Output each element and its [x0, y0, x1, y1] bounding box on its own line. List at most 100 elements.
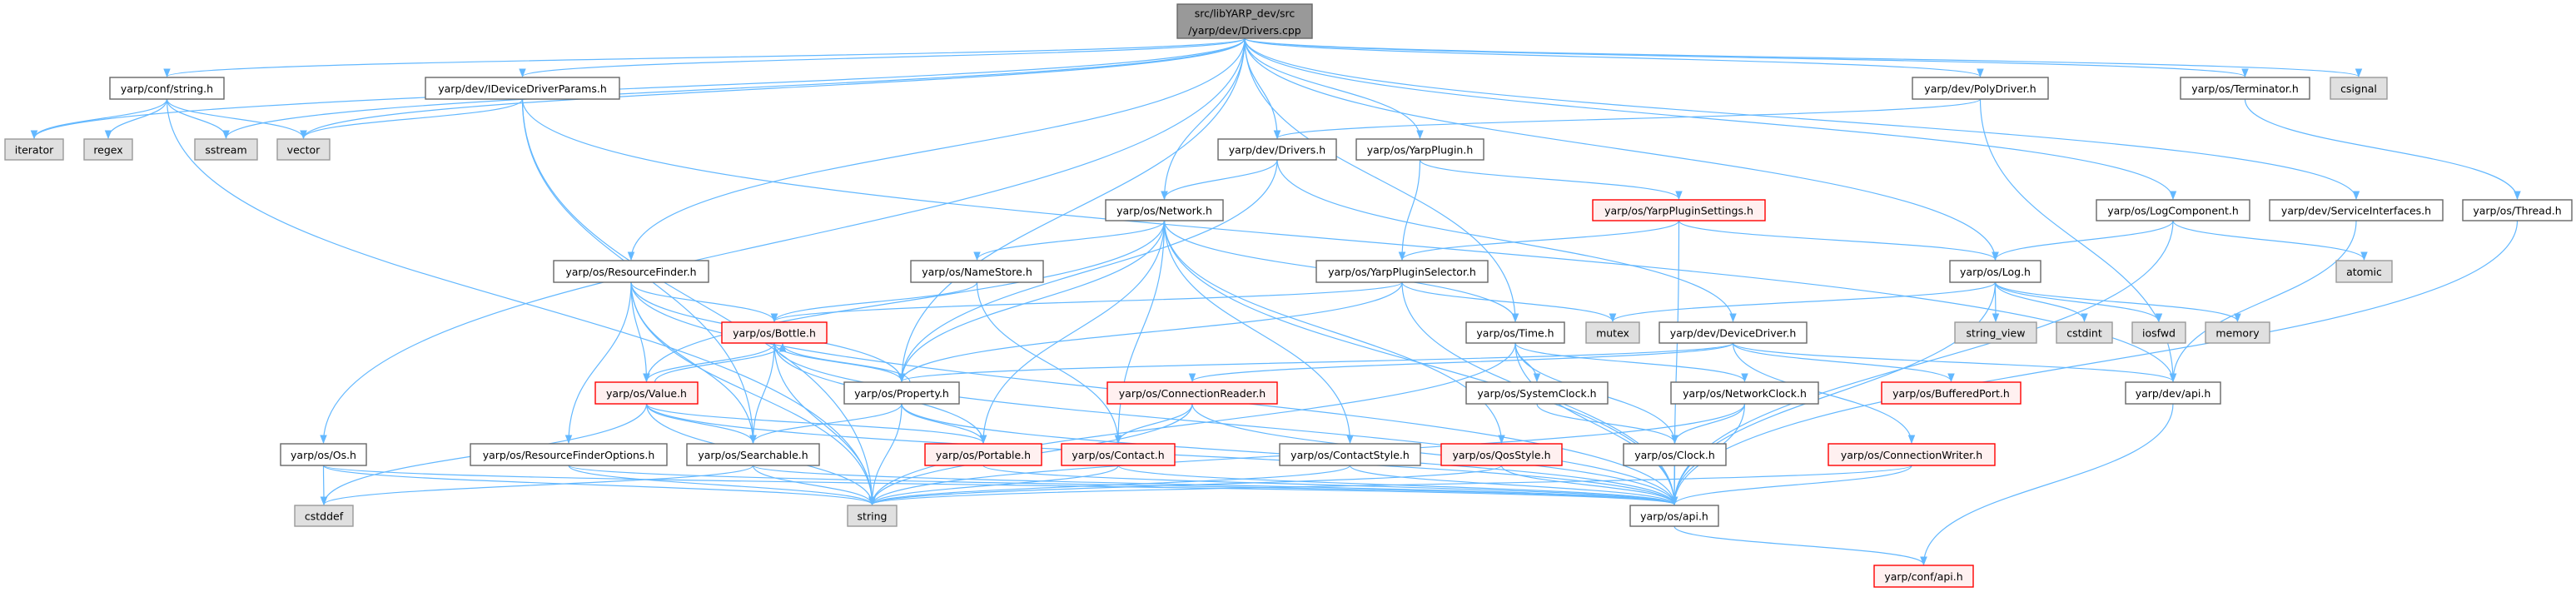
edge-rfoptions-to-string	[568, 465, 876, 506]
edge-network-to-contactstyle	[1163, 220, 1354, 445]
node-vector: vector	[276, 138, 331, 161]
edge-contactstyle-to-osapi	[1349, 465, 1678, 506]
node-clock[interactable]: yarp/os/Clock.h	[1623, 443, 1727, 466]
node-csignal: csignal	[2330, 77, 2388, 100]
node-label: yarp/os/ContactStyle.h	[1290, 449, 1410, 461]
node-osapi[interactable]: yarp/os/api.h	[1629, 505, 1719, 527]
edge-time-to-networkclock	[1514, 342, 1748, 383]
node-connreader[interactable]: yarp/os/ConnectionReader.h	[1106, 381, 1278, 405]
node-contact[interactable]: yarp/os/Contact.h	[1061, 443, 1176, 466]
node-network[interactable]: yarp/os/Network.h	[1105, 199, 1224, 221]
node-devapi[interactable]: yarp/dev/api.h	[2125, 381, 2221, 405]
edge-time-to-string	[868, 342, 1516, 506]
node-qosstyle[interactable]: yarp/os/QosStyle.h	[1440, 443, 1563, 466]
edge-logcomponent-to-log	[1992, 220, 2174, 261]
edge-root-to-resfinder	[627, 37, 1246, 261]
edge-root-to-confstring	[163, 37, 1246, 78]
node-serviceif[interactable]: yarp/dev/ServiceInterfaces.h	[2269, 199, 2444, 221]
node-resfinder[interactable]: yarp/os/ResourceFinder.h	[553, 260, 709, 283]
node-yarpplugin[interactable]: yarp/os/YarpPlugin.h	[1355, 138, 1484, 161]
node-label: yarp/os/LogComponent.h	[2107, 205, 2239, 217]
node-logcomponent[interactable]: yarp/os/LogComponent.h	[2096, 199, 2250, 221]
edge-portable-to-osapi	[982, 465, 1678, 506]
edge-network-to-qosstyle	[1163, 220, 1505, 445]
node-label: yarp/dev/Drivers.h	[1229, 144, 1325, 157]
node-label: yarp/os/YarpPlugin.h	[1367, 144, 1474, 157]
node-label: cstdint	[2066, 327, 2102, 340]
node-box	[910, 260, 1044, 283]
node-systemclock[interactable]: yarp/os/SystemClock.h	[1465, 381, 1609, 405]
node-box	[2056, 321, 2113, 344]
node-label: yarp/dev/DeviceDriver.h	[1670, 327, 1797, 340]
edge-pluginselector-to-bottle	[770, 281, 1403, 323]
edge-contactstyle-to-string	[868, 465, 1351, 506]
node-terminator[interactable]: yarp/os/Terminator.h	[2180, 77, 2310, 100]
node-iddp[interactable]: yarp/dev/IDeviceDriverParams.h	[425, 77, 620, 100]
node-label: yarp/os/ConnectionWriter.h	[1841, 449, 1982, 461]
node-box	[924, 443, 1042, 466]
node-label: yarp/os/QosStyle.h	[1452, 449, 1550, 461]
edge-searchable-to-cstddef	[320, 465, 754, 506]
node-namestore[interactable]: yarp/os/NameStore.h	[910, 260, 1044, 283]
node-box	[1670, 381, 1819, 405]
node-polydriver[interactable]: yarp/dev/PolyDriver.h	[1912, 77, 2049, 100]
edge-root-to-os	[320, 37, 1246, 445]
node-bottle[interactable]: yarp/os/Bottle.h	[721, 321, 828, 344]
node-time[interactable]: yarp/os/Time.h	[1465, 321, 1565, 344]
node-pluginselector[interactable]: yarp/os/YarpPluginSelector.h	[1315, 260, 1489, 283]
node-bufferedport[interactable]: yarp/os/BufferedPort.h	[1881, 381, 2022, 405]
edge-bottle-to-value	[643, 342, 775, 383]
node-confstring[interactable]: yarp/conf/string.h	[109, 77, 225, 100]
node-label: yarp/dev/PolyDriver.h	[1924, 82, 2036, 95]
node-value[interactable]: yarp/os/Value.h	[594, 381, 699, 405]
node-string: string	[847, 505, 898, 527]
node-thread[interactable]: yarp/os/Thread.h	[2462, 199, 2573, 221]
node-root[interactable]: src/libYARP_dev/src/yarp/dev/Drivers.cpp	[1176, 3, 1313, 39]
node-searchable[interactable]: yarp/os/Searchable.h	[686, 443, 820, 466]
edge-resfinder-to-rfoptions	[564, 281, 632, 445]
node-box	[1954, 321, 2037, 344]
node-label: sstream	[205, 144, 246, 157]
node-confapi[interactable]: yarp/conf/api.h	[1873, 565, 1974, 588]
node-box	[2269, 199, 2444, 221]
node-box	[1176, 3, 1313, 39]
node-os[interactable]: yarp/os/Os.h	[280, 443, 367, 466]
node-box	[1279, 443, 1421, 466]
edge-devicedriver-to-connwriter	[1732, 342, 1916, 445]
edge-os-to-string	[322, 465, 876, 506]
node-connwriter[interactable]: yarp/os/ConnectionWriter.h	[1828, 443, 1996, 466]
node-label: yarp/os/YarpPluginSelector.h	[1328, 266, 1476, 278]
edge-root-to-time	[1244, 37, 1519, 323]
node-drivers[interactable]: yarp/dev/Drivers.h	[1217, 138, 1337, 161]
node-contactstyle[interactable]: yarp/os/ContactStyle.h	[1279, 443, 1421, 466]
node-box	[2180, 77, 2310, 100]
edge-time-to-osapi	[1514, 342, 1678, 506]
node-label: yarp/os/api.h	[1640, 510, 1708, 523]
node-box	[847, 505, 898, 527]
node-box	[1658, 321, 1808, 344]
edge-logcomponent-to-atomic	[2172, 220, 2368, 261]
node-box	[425, 77, 620, 100]
node-log[interactable]: yarp/os/Log.h	[1949, 260, 2041, 283]
node-label: yarp/os/Contact.h	[1072, 449, 1164, 461]
node-label: src/libYARP_dev/src	[1195, 7, 1295, 19]
edge-drivers-to-network	[1161, 159, 1278, 201]
edge-root-to-sstream	[222, 37, 1246, 140]
node-devicedriver[interactable]: yarp/dev/DeviceDriver.h	[1658, 321, 1808, 344]
node-portable[interactable]: yarp/os/Portable.h	[924, 443, 1042, 466]
node-property[interactable]: yarp/os/Property.h	[843, 381, 960, 405]
node-box	[1881, 381, 2022, 405]
node-label: yarp/conf/api.h	[1884, 570, 1962, 583]
edge-connwriter-to-string	[868, 465, 1912, 506]
edge-confstring-to-vector	[166, 98, 307, 140]
node-label: yarp/os/YarpPluginSettings.h	[1604, 205, 1753, 217]
node-iterator: iterator	[4, 138, 64, 161]
edge-iddp-to-string	[521, 98, 876, 506]
node-box	[2125, 381, 2221, 405]
node-rfoptions[interactable]: yarp/os/ResourceFinderOptions.h	[470, 443, 668, 466]
node-pluginsettings[interactable]: yarp/os/YarpPluginSettings.h	[1592, 199, 1766, 221]
node-networkclock[interactable]: yarp/os/NetworkClock.h	[1670, 381, 1819, 405]
node-iosfwd: iosfwd	[2131, 321, 2186, 344]
edge-property-to-bottle	[778, 342, 911, 383]
edge-connreader-to-osapi	[1191, 403, 1678, 506]
